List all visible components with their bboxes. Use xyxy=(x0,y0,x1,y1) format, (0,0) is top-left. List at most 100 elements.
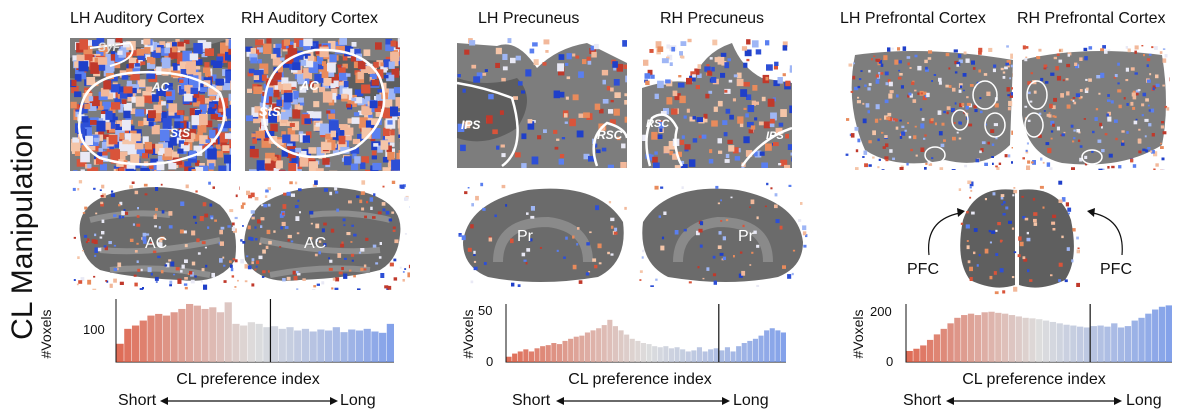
voxel xyxy=(593,43,599,50)
voxel xyxy=(343,273,348,279)
voxel xyxy=(1048,112,1051,114)
voxel xyxy=(165,91,172,97)
voxel xyxy=(892,157,895,160)
voxel xyxy=(572,264,577,270)
voxel xyxy=(492,129,498,135)
voxel xyxy=(1048,114,1052,118)
voxel xyxy=(305,131,312,139)
voxel xyxy=(1050,120,1055,126)
voxel xyxy=(879,118,882,121)
voxel xyxy=(761,162,768,168)
voxel xyxy=(872,156,875,159)
brain-label-pr-lh: Pr xyxy=(517,228,533,245)
voxel xyxy=(1101,168,1105,170)
voxel xyxy=(180,201,185,206)
voxel xyxy=(393,258,397,262)
voxel xyxy=(272,80,278,86)
voxel xyxy=(1126,131,1129,134)
voxel xyxy=(212,60,223,68)
voxel xyxy=(802,231,807,236)
voxel xyxy=(789,65,792,71)
voxel xyxy=(223,264,226,267)
voxel xyxy=(1007,94,1010,97)
voxel xyxy=(862,102,865,105)
voxel xyxy=(290,134,299,142)
voxel xyxy=(586,242,590,246)
voxel xyxy=(984,198,987,201)
voxel xyxy=(994,103,999,108)
voxel xyxy=(378,256,382,259)
voxel xyxy=(1144,118,1149,122)
voxel xyxy=(596,149,601,154)
voxel xyxy=(953,122,956,124)
voxel xyxy=(219,258,223,263)
voxel xyxy=(652,156,658,164)
hist-bar xyxy=(1138,317,1145,362)
voxel xyxy=(377,145,383,153)
voxel xyxy=(746,39,751,45)
voxel xyxy=(122,139,129,145)
voxel xyxy=(1013,189,1018,194)
voxel xyxy=(404,268,407,270)
voxel xyxy=(178,85,187,95)
voxel xyxy=(740,89,748,97)
voxel xyxy=(250,57,258,64)
voxel xyxy=(897,47,901,51)
voxel xyxy=(464,191,468,195)
voxel xyxy=(118,204,121,207)
voxel xyxy=(360,162,366,169)
voxel xyxy=(184,286,188,290)
voxel xyxy=(337,64,342,68)
voxel xyxy=(545,50,549,53)
voxel xyxy=(211,272,215,278)
voxel xyxy=(1007,107,1011,111)
voxel xyxy=(109,107,116,114)
voxel xyxy=(382,156,389,163)
voxel xyxy=(663,211,667,215)
voxel xyxy=(225,71,231,84)
voxel xyxy=(1077,247,1080,249)
voxel xyxy=(349,269,352,272)
voxel xyxy=(566,53,572,60)
voxel xyxy=(1002,290,1006,294)
voxel xyxy=(139,288,143,290)
voxel xyxy=(303,38,313,47)
voxel xyxy=(276,160,283,169)
voxel xyxy=(396,152,400,163)
voxel xyxy=(992,68,996,73)
voxel xyxy=(102,101,112,110)
voxel xyxy=(774,193,778,197)
voxel xyxy=(399,152,400,161)
voxel xyxy=(712,273,717,277)
voxel xyxy=(773,80,780,87)
voxel xyxy=(289,149,296,153)
voxel xyxy=(790,152,792,156)
voxel xyxy=(902,46,907,51)
voxel xyxy=(342,63,348,69)
voxel xyxy=(1114,119,1118,123)
voxel xyxy=(203,284,208,290)
hist-bar xyxy=(780,332,786,362)
voxel xyxy=(169,280,173,285)
voxel xyxy=(714,57,720,63)
voxel xyxy=(1114,74,1118,78)
voxel xyxy=(394,239,399,244)
voxel xyxy=(79,103,88,114)
voxel xyxy=(129,108,136,114)
voxel xyxy=(160,270,164,274)
voxel xyxy=(390,51,400,62)
voxel xyxy=(189,108,197,116)
voxel xyxy=(122,119,131,131)
voxel xyxy=(267,187,271,191)
voxel xyxy=(991,230,996,234)
voxel xyxy=(1005,62,1009,66)
voxel xyxy=(677,151,682,157)
voxel xyxy=(261,74,267,81)
voxel xyxy=(1061,197,1066,202)
voxel xyxy=(180,69,188,76)
voxel xyxy=(77,256,80,259)
voxel xyxy=(594,264,598,269)
voxel xyxy=(229,264,233,268)
hist-bar xyxy=(624,334,630,362)
voxel xyxy=(951,108,955,112)
